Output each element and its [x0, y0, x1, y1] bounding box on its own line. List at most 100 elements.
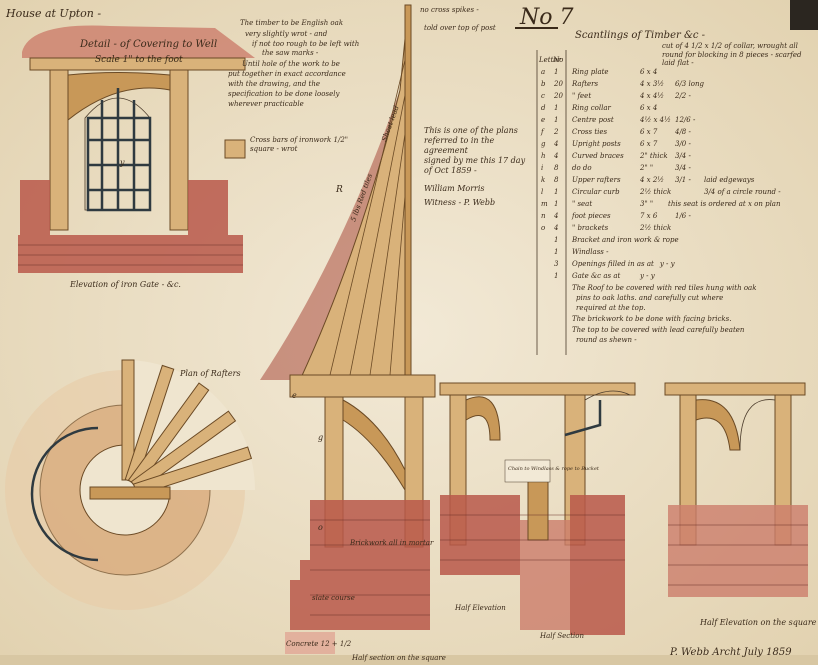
signed-note-line: referred to in the agreement [424, 136, 495, 155]
cross-tie [289, 374, 436, 398]
timber-schedule: Scantlings of Timber &c - Letter No cut … [536, 30, 802, 355]
schedule-cell-no: 8 [554, 164, 559, 172]
signed-note-line: of Oct 1859 - [424, 166, 477, 175]
schedule-cell-length: 2/2 - [674, 92, 691, 100]
gate-elevation-drawing [18, 25, 255, 273]
paper-edge [0, 655, 818, 665]
schedule-cell-size: 6 x 7 [640, 128, 658, 136]
schedule-cell-item: foot pieces [571, 212, 611, 220]
caption-ironwork: Cross bars of ironwork 1/2" square - wro… [250, 136, 348, 153]
svg-text:required at the top.: required at the top. [576, 304, 646, 312]
schedule-cell-size: 4½ x 4½ [639, 116, 671, 124]
schedule-top-remark-box: cut of 4 1/2 x 1/2 of collar, wrought al… [662, 42, 802, 67]
schedule-cell-item: Openings filled in as at [572, 260, 654, 268]
tiled-roof [22, 25, 255, 58]
schedule-cell-letter: o [541, 224, 545, 232]
schedule-cell-no: 4 [553, 140, 558, 148]
schedule-cell-size: 2½ thick [639, 188, 671, 196]
schedule-cell-letter: d [541, 104, 546, 112]
schedule-cell-letter: f [540, 128, 545, 136]
caption-half-elevation-square: Half Elevation on the square [699, 618, 817, 627]
schedule-cell-item: " brackets [572, 224, 609, 232]
schedule-cell-length: 3/4 - [675, 152, 691, 160]
drawing-title: House at Upton - [5, 7, 101, 20]
windlass-handle [564, 400, 602, 437]
schedule-cell-item: " feet [572, 92, 591, 100]
schedule-cell-letter: c [541, 92, 545, 100]
schedule-cell-no: 8 [554, 176, 559, 184]
schedule-cell-item: Curved braces [572, 152, 624, 160]
schedule-cell-item: Centre post [572, 116, 614, 124]
schedule-cell-no: 1 [554, 236, 558, 244]
signed-note-line: signed by me this 17 day [424, 156, 526, 165]
svg-text:with the drawing, and the: with the drawing, and the [228, 80, 320, 88]
schedule-cell-length: 4/8 - [674, 128, 691, 136]
schedule-cell-item: Gate &c as at [572, 272, 620, 280]
schedule-header-no: No [552, 56, 563, 64]
schedule-cell-size: 6 x 7 [640, 140, 658, 148]
mark-letter: g [318, 433, 323, 442]
schedule-cell-letter: m [541, 200, 548, 208]
centre-post [404, 4, 412, 386]
schedule-cell-letter: k [541, 176, 545, 184]
signed-note-witness: Witness - P. Webb [424, 198, 496, 207]
schedule-cell-item: Rafters [571, 80, 598, 88]
schedule-cell-item: Windlass - [572, 248, 609, 256]
schedule-cell-size: 3" " [640, 200, 653, 208]
svg-text:if not too rough to be left wi: if not too rough to be left with [252, 40, 359, 48]
schedule-cell-length: 1/6 - [675, 212, 691, 220]
schedule-cell-letter: a [541, 68, 545, 76]
caption-gate-elevation: Elevation of iron Gate - &c. [69, 280, 181, 289]
signed-note-line: This is one of the plans [424, 126, 518, 135]
schedule-title: Scantlings of Timber &c - [575, 30, 706, 41]
schedule-top-remark: cut of 4 1/2 x 1/2 of collar, wrought al… [662, 42, 802, 67]
schedule-cell-no: 3 [554, 260, 559, 268]
schedule-cell-length: 3/1 - [675, 176, 691, 184]
svg-text:round as shewn -: round as shewn - [576, 336, 637, 344]
caption-slate-course: slate course [312, 594, 355, 602]
signed-note-signature: William Morris [424, 184, 485, 193]
svg-text:The timber to be English oak: The timber to be English oak [240, 19, 343, 27]
schedule-cell-size: 6 x 4 [640, 104, 657, 112]
schedule-cell-item: Cross ties [572, 128, 608, 136]
schedule-cell-size: 6 x 4 [640, 68, 657, 76]
caption-concrete: Concrete 12 + 1/2 [286, 640, 352, 648]
schedule-cell-letter: n [541, 212, 546, 220]
schedule-cell-size: 2½ thick [639, 224, 671, 232]
half-elevation-square-drawing [664, 382, 808, 597]
svg-text:Until hole of the work to be: Until hole of the work to be [242, 60, 340, 68]
caption-half-elevation: Half Elevation [454, 604, 506, 612]
schedule-cell-no: 1 [554, 116, 558, 124]
schedule-cell-no: 4 [553, 152, 558, 160]
ironwork-detail [224, 139, 246, 159]
schedule-cell-no: 1 [554, 188, 558, 196]
mark-letter: y [119, 158, 125, 167]
schedule-cell-letter: l [541, 188, 543, 196]
schedule-cell-no: 20 [553, 92, 563, 100]
schedule-cell-size: y - y [639, 272, 656, 280]
note-told-over-top: told over top of post [424, 24, 496, 32]
iron-gate [86, 88, 152, 212]
schedule-cell-no: 1 [554, 68, 558, 76]
schedule-cell-letter: g [541, 140, 546, 148]
schedule-cell-no: 1 [554, 104, 558, 112]
schedule-cell-size: 4 x 2½ [639, 176, 664, 184]
schedule-cell-no: 20 [553, 80, 563, 88]
schedule-cell-length: 6/3 long [675, 80, 704, 88]
schedule-cell-item: " seat [572, 200, 592, 208]
svg-text:specification to be done loose: specification to be done loosely [228, 90, 340, 98]
svg-text:The top to be covered with lea: The top to be covered with lead carefull… [572, 326, 745, 334]
caption-brickwork: Brickwork all in mortar [349, 539, 434, 547]
svg-text:pins to oak laths. and careful: pins to oak laths. and carefully cut whe… [576, 294, 723, 302]
svg-text:very slightly wrot - and: very slightly wrot - and [245, 30, 328, 38]
